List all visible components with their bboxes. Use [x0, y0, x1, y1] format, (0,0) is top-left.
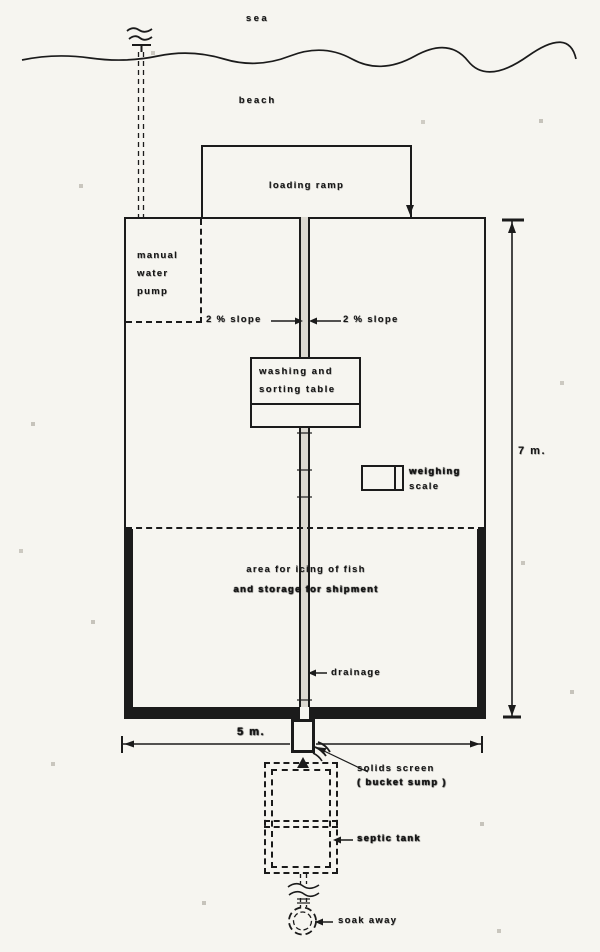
- manual-water-pump-line: pump: [137, 286, 169, 297]
- dim-5m-arrow-left: [124, 740, 134, 748]
- soakaway-circle-outer: [288, 906, 317, 936]
- septic-tank-divider-1: [264, 820, 338, 822]
- loading-ramp: [201, 145, 412, 219]
- manual-water-pump-line: manual: [137, 250, 179, 261]
- icing-area-line: area for icing of fish: [246, 564, 366, 575]
- weighing-scale-label: weighing scale: [409, 464, 461, 494]
- manual-water-pump-line: water: [137, 268, 169, 279]
- solids-screen-line: solids screen: [357, 763, 435, 774]
- weighing-scale-inner-line: [394, 467, 396, 489]
- channel-wall-opening: [298, 707, 311, 719]
- dim-7m-arrow-down: [508, 705, 516, 716]
- scan-noise: [0, 0, 2, 2]
- dim-7m-arrow-up: [508, 222, 516, 233]
- beach-label: beach: [238, 95, 277, 106]
- washing-table-label: washing and sorting table: [259, 363, 336, 399]
- drainage-label: drainage: [331, 667, 381, 678]
- intake-wave-icon: [128, 35, 153, 41]
- icing-area-label: area for icing of fish and storage for s…: [144, 560, 468, 600]
- dim-7m-label: 7 m.: [518, 445, 547, 457]
- pump-area-dashed-vertical: [200, 219, 202, 323]
- weighing-scale-box: [361, 465, 404, 491]
- weighing-scale-line: scale: [409, 481, 440, 492]
- washing-table-line: washing and: [259, 366, 334, 377]
- icing-wall-left: [124, 529, 133, 719]
- septic-tank-inner: [271, 769, 331, 868]
- soakaway-label: soak away: [338, 915, 398, 926]
- solids-screen-label: solids screen ( bucket sump ): [357, 762, 447, 790]
- dim-5m-arrow-right: [470, 740, 480, 748]
- washing-sorting-table: [250, 357, 361, 428]
- icing-area-line: and storage for shipment: [233, 584, 379, 595]
- solids-screen-line: ( bucket sump ): [357, 777, 447, 788]
- pipe-break-icon: [287, 882, 320, 890]
- pump-area-dashed-horizontal: [126, 321, 202, 323]
- shoreline-line: [21, 41, 577, 73]
- septic-tank-divider-2: [264, 826, 338, 828]
- loading-ramp-label: loading ramp: [268, 180, 345, 191]
- slope-right-label: 2 % slope: [343, 314, 399, 325]
- sea-label: sea: [245, 13, 270, 24]
- soakaway-circle-inner: [292, 911, 313, 931]
- manual-water-pump-label: manual water pump: [137, 247, 178, 301]
- soakaway-arrowhead: [315, 918, 323, 926]
- pipe-break-icon: [288, 890, 320, 898]
- icing-area-dashed-line: [126, 527, 484, 529]
- washing-table-divider: [252, 403, 359, 405]
- dim-5m-label: 5 m.: [237, 726, 266, 738]
- solids-screen-box: [291, 719, 315, 753]
- sump-hatch: [312, 752, 323, 762]
- washing-table-line: sorting table: [259, 384, 336, 395]
- weighing-scale-line: weighing: [409, 466, 461, 477]
- drainage-channel: [299, 217, 310, 709]
- intake-wave-icon: [126, 27, 153, 33]
- icing-wall-right: [477, 529, 486, 719]
- septic-tank-label: septic tank: [357, 833, 421, 844]
- sump-hatch: [317, 741, 331, 753]
- sump-hatch: [314, 746, 327, 757]
- slope-left-label: 2 % slope: [206, 314, 262, 325]
- solids-screen-arrowhead: [316, 747, 327, 755]
